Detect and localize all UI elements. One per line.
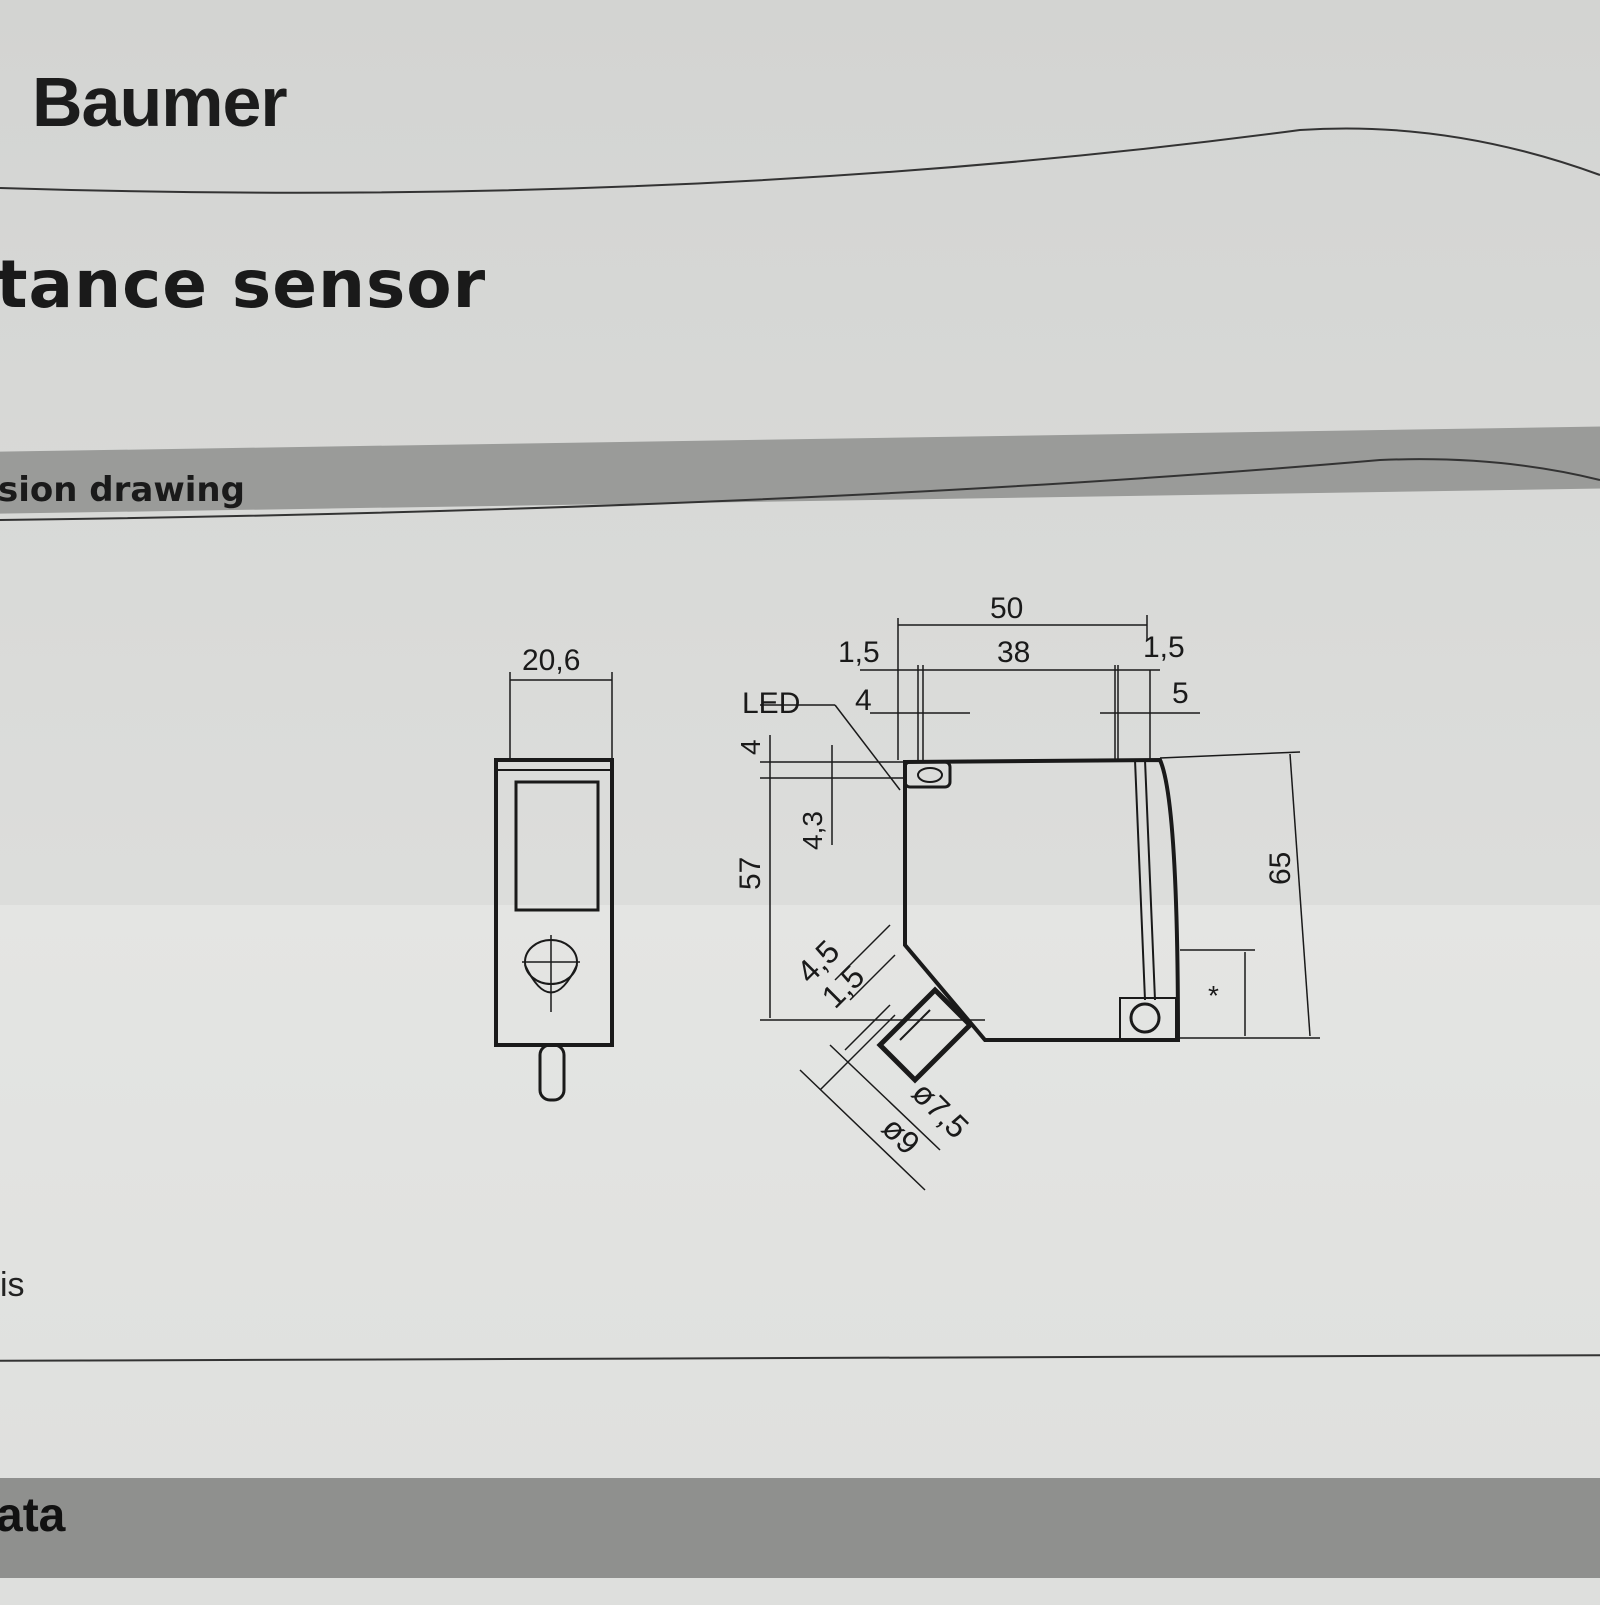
body-text-fragment: is [0,1266,25,1304]
section-band-data [0,1478,1600,1578]
brand-logo: Baumer [32,63,288,141]
mounting-hole-icon [917,767,943,783]
dim-left-slot: 4 [855,684,872,717]
dim-overall-height: 65 [1264,852,1297,885]
front-view [760,615,1320,1191]
page-title: tance sensor [0,246,487,323]
dim-diameter-b: ø9 [875,1109,927,1161]
cable-icon [538,1043,566,1102]
dim-inner-height: 57 [734,857,767,890]
dim-left-offset: 1,5 [838,636,880,669]
dim-top-offset: 4 [735,739,766,755]
dim-overall-width: 50 [990,592,1023,625]
dim-led-offset: 4,3 [797,811,828,850]
connector-icon [876,986,974,1084]
led-label: LED [742,687,800,720]
section-rule [0,458,1600,521]
mounting-hole-icon [1129,1002,1161,1034]
section-heading-data: ata [0,1489,66,1542]
dim-right-offset: 1,5 [1143,631,1185,664]
dim-side-width: 20,6 [522,644,580,677]
header-rule [0,127,1600,194]
side-view [494,672,614,1102]
note-mark: * [1208,980,1219,1011]
dim-hole-spacing: 38 [997,636,1030,669]
section-heading-drawing: sion drawing [0,470,245,510]
dim-right-slot: 5 [1172,677,1189,710]
